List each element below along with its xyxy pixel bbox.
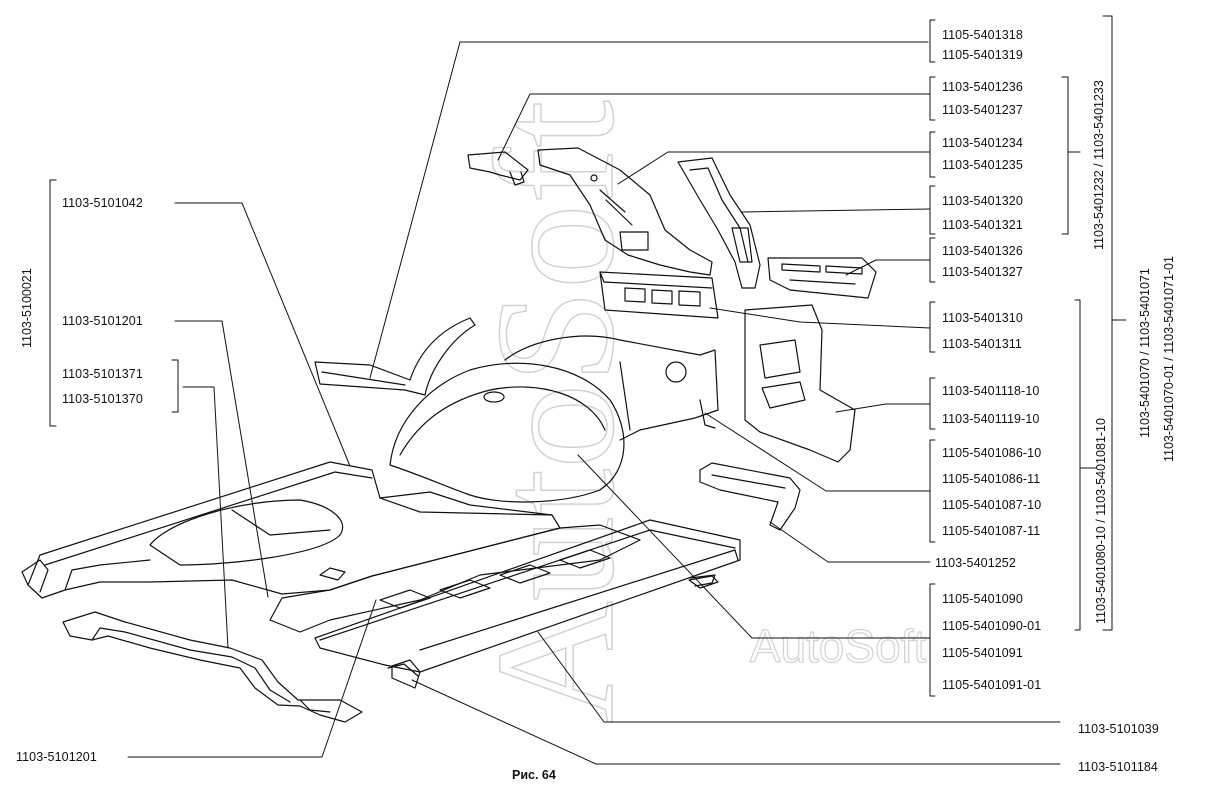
label-1103-5401070-1103-5401071: 1103-5401070 / 1103-5401071 bbox=[1138, 268, 1152, 438]
label-1103-5401237: 1103-5401237 bbox=[942, 103, 1023, 117]
label-1103-5401310: 1103-5401310 bbox=[942, 311, 1023, 325]
left-arch-section bbox=[314, 317, 476, 396]
watermark-small: AutoSoft bbox=[750, 620, 927, 672]
label-1103-5401236: 1103-5401236 bbox=[942, 80, 1023, 94]
label-1103-5401235: 1103-5401235 bbox=[942, 158, 1023, 172]
label-1103-5401232-1103-5401233: 1103-5401232 / 1103-5401233 bbox=[1092, 80, 1106, 250]
small-channel-member bbox=[699, 462, 801, 531]
label-1103-5401320: 1103-5401320 bbox=[942, 194, 1023, 208]
label-1103-5101042: 1103-5101042 bbox=[62, 196, 143, 210]
label-1105-5401086-11: 1105-5401086-11 bbox=[942, 472, 1041, 486]
leader-lines bbox=[127, 41, 1061, 765]
label-1103-5401080-10-1103-5401081-10: 1103-5401080-10 / 1103-5401081-10 bbox=[1094, 418, 1108, 624]
channel-frame bbox=[677, 157, 761, 289]
label-1103-5101371: 1103-5101371 bbox=[62, 367, 143, 381]
side-panel-with-windows bbox=[744, 304, 856, 463]
label-brackets bbox=[49, 15, 1127, 697]
label-1105-5401086-10: 1105-5401086-10 bbox=[942, 446, 1042, 460]
label-1103-5401118-10: 1103-5401118-10 bbox=[942, 384, 1040, 398]
label-1103-5101039: 1103-5101039 bbox=[1078, 722, 1159, 736]
label-1105-5401091-01: 1105-5401091-01 bbox=[942, 678, 1042, 692]
label-1103-5401252: 1103-5401252 bbox=[935, 556, 1016, 570]
label-1103-5401119-10: 1103-5401119-10 bbox=[942, 412, 1040, 426]
label-1103-5401070-01-1103-5401071-01: 1103-5401070-01 / 1103-5401071-01 bbox=[1162, 256, 1176, 462]
label-1103-5101370: 1103-5101370 bbox=[62, 392, 143, 406]
label-1103-5101184: 1103-5101184 bbox=[1078, 760, 1158, 774]
watermark-main: AutoSoft bbox=[461, 100, 649, 723]
label-1103-5401321: 1103-5401321 bbox=[942, 218, 1023, 232]
label-1105-5401090: 1105-5401090 bbox=[942, 592, 1023, 606]
label-1103-5101201-lower: 1103-5101201 bbox=[16, 750, 97, 764]
reinforcement-panel bbox=[767, 257, 877, 299]
label-1105-5401087-10: 1105-5401087-10 bbox=[942, 498, 1042, 512]
label-1105-5401090-01: 1105-5401090-01 bbox=[942, 619, 1042, 633]
label-1105-5401319: 1105-5401319 bbox=[942, 48, 1023, 62]
curved-pillar-panel bbox=[537, 147, 713, 276]
label-1103-5401327: 1103-5401327 bbox=[942, 265, 1023, 279]
label-1103-5401311: 1103-5401311 bbox=[942, 337, 1022, 351]
label-1105-5401087-11: 1105-5401087-11 bbox=[942, 524, 1041, 538]
left-longitudinal-member bbox=[62, 611, 363, 723]
label-1103-5401326: 1103-5401326 bbox=[942, 244, 1023, 258]
label-1105-5401091: 1105-5401091 bbox=[942, 646, 1023, 660]
lower-bracket bbox=[688, 575, 719, 589]
label-1103-5100021: 1103-5100021 bbox=[20, 268, 34, 348]
center-floor-panel bbox=[269, 524, 641, 633]
upper-bracket bbox=[467, 151, 529, 186]
label-1105-5401318: 1105-5401318 bbox=[942, 28, 1023, 42]
label-1103-5401234: 1103-5401234 bbox=[942, 136, 1023, 150]
label-1103-5101201-upper: 1103-5101201 bbox=[62, 314, 143, 328]
inner-panel-with-holes bbox=[599, 271, 719, 319]
wheel-arch-housing bbox=[389, 335, 719, 503]
figure-caption: Рис. 64 bbox=[512, 768, 556, 782]
